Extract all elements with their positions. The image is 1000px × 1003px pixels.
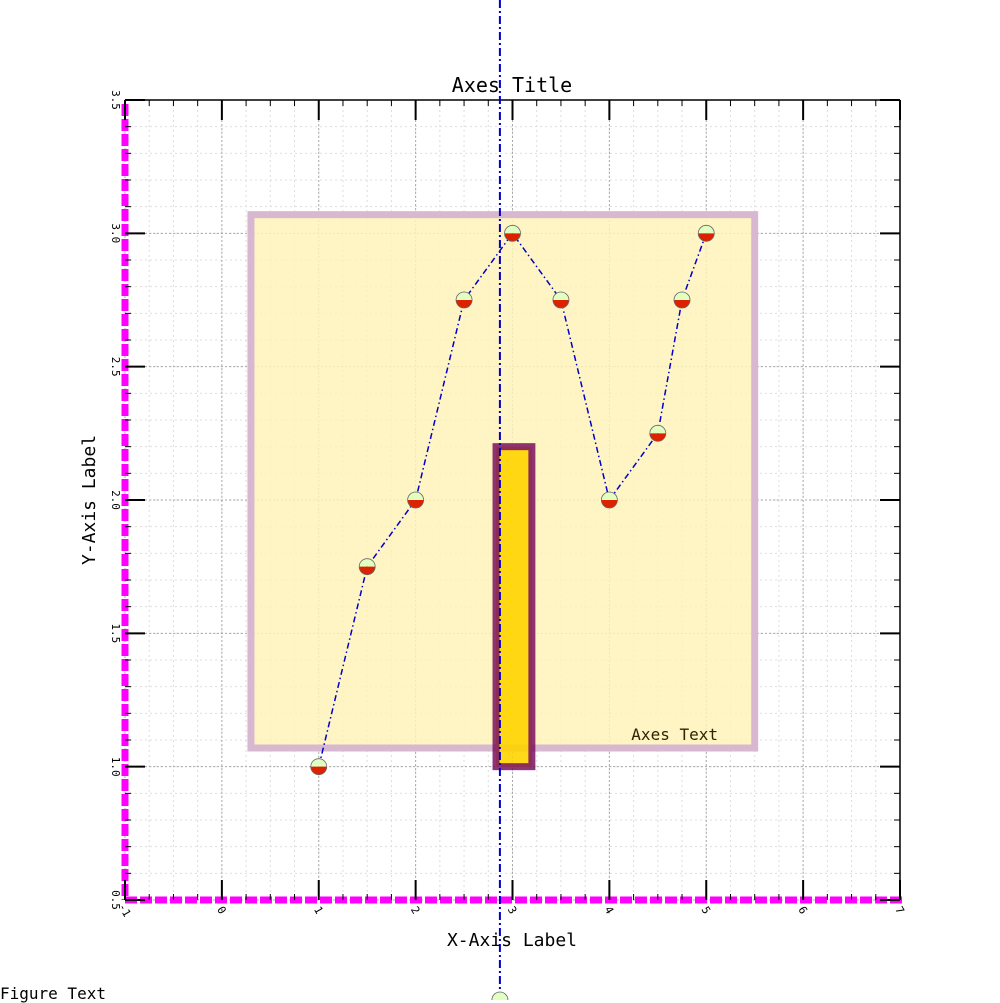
marker-top — [407, 492, 424, 500]
marker-bottom — [674, 300, 691, 308]
x-tick-label: 6 — [795, 904, 810, 916]
marker-bottom — [456, 300, 473, 308]
marker-outline — [673, 291, 691, 309]
marker-top — [310, 758, 327, 767]
marker-bottom — [601, 500, 618, 508]
y-tick-label: 2.5 — [109, 357, 122, 377]
marker-bottom — [504, 233, 521, 242]
marker-outline — [310, 758, 328, 776]
marker-bottom — [407, 500, 424, 508]
marker-bottom — [649, 433, 666, 442]
y-axis-label: Y-Axis Label — [79, 435, 100, 565]
marker-outline — [407, 491, 425, 509]
series-layer — [310, 224, 715, 776]
x-tick-label: 5 — [699, 904, 714, 916]
data-point — [407, 491, 425, 509]
x-tick-label: 2 — [408, 904, 423, 916]
marker-top — [674, 292, 691, 300]
marker-top — [601, 492, 618, 500]
vline-marker — [491, 991, 509, 1000]
series-line — [318, 232, 707, 767]
data-point — [358, 558, 376, 576]
marker-outline — [504, 224, 521, 242]
vline-marker-outline — [491, 991, 509, 1000]
marker-top — [359, 558, 376, 567]
x-tick-label: 0 — [214, 904, 229, 916]
x-tick-label: -1 — [116, 901, 134, 919]
data-point — [673, 291, 691, 309]
y-tick-label: 3.5 — [109, 90, 122, 110]
marker-bottom — [552, 300, 569, 308]
data-point — [600, 491, 618, 509]
x-tick-label: 7 — [892, 904, 907, 916]
axes-text: Axes Text — [631, 725, 718, 744]
data-point — [552, 291, 570, 309]
marker-bottom — [698, 233, 715, 242]
axes-layer: -1 0 1 2 3 4 5 6 7 0.5 1.0 1.5 2.0 2.5 3.0 3.5 — [109, 0, 907, 1000]
marker-top — [504, 225, 521, 234]
marker-outline — [552, 291, 570, 309]
marker-top — [456, 292, 473, 300]
marker-bottom — [310, 766, 327, 775]
marker-outline — [358, 558, 376, 576]
y-tick-label: 2.0 — [109, 490, 122, 510]
vline-marker-top — [491, 992, 508, 1000]
x-tick-label: 4 — [602, 904, 617, 917]
marker-outline — [455, 291, 473, 309]
bar — [492, 443, 536, 771]
data-point — [310, 758, 328, 776]
marker-top — [552, 292, 569, 300]
marker-outline — [600, 491, 618, 509]
data-point — [504, 224, 521, 242]
data-point — [455, 291, 473, 309]
marker-outline — [697, 224, 715, 242]
bar-layer — [492, 443, 536, 771]
figure-text: Figure Text — [0, 984, 106, 1003]
marker-outline — [649, 424, 667, 442]
y-tick-label: 1.0 — [109, 757, 122, 777]
y-tick-label: 0.5 — [109, 890, 122, 910]
x-tick-label: 1 — [311, 904, 326, 916]
marker-top — [649, 425, 666, 434]
marker-bottom — [359, 566, 376, 575]
axes-title: Axes Title — [452, 73, 572, 97]
y-tick-label: 3.0 — [109, 223, 122, 243]
x-tick-label: 3 — [505, 904, 520, 916]
x-axis-label: X-Axis Label — [447, 930, 577, 951]
data-point — [649, 424, 667, 442]
marker-top — [698, 225, 715, 234]
y-tick-label: 1.5 — [109, 623, 122, 643]
data-point — [697, 224, 715, 242]
